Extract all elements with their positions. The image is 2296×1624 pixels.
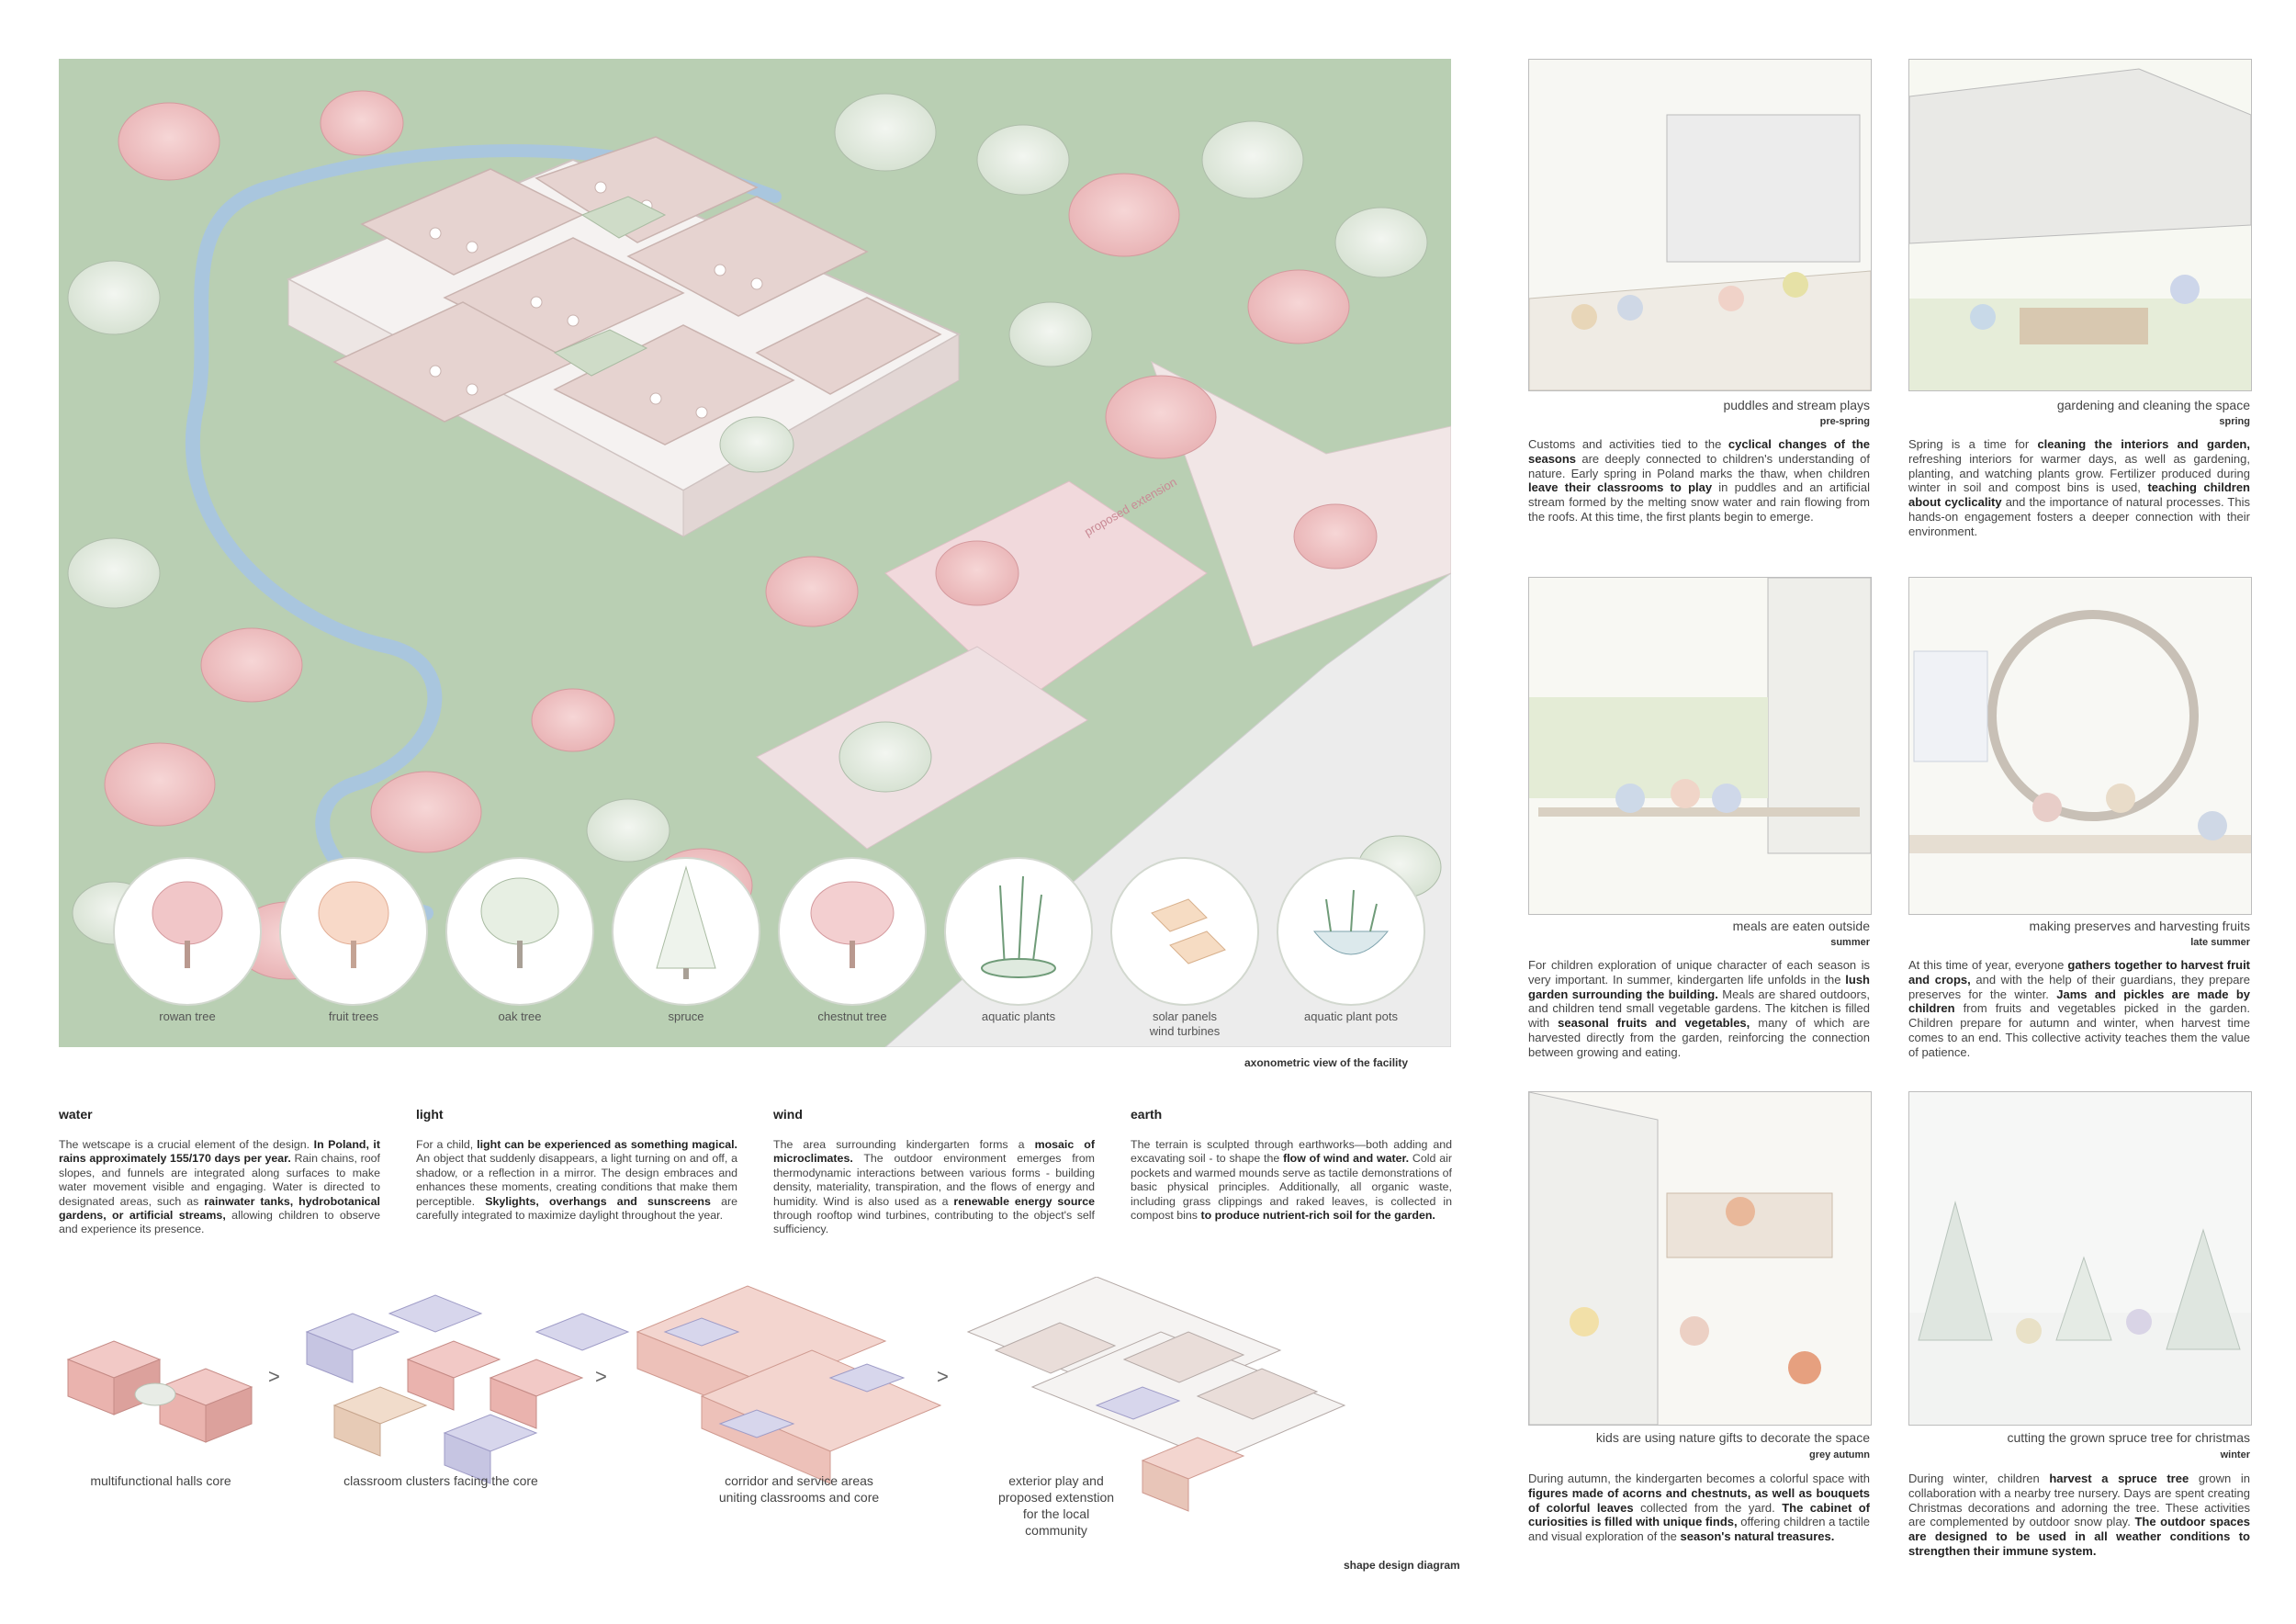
scene-text: During autumn, the kindergarten becomes … [1528, 1472, 1871, 1544]
season-tag: late summer [2190, 937, 2250, 948]
scene-spring [1908, 59, 2252, 391]
concept-water: water The wetscape is a crucial element … [59, 1107, 380, 1237]
season-tag: summer [1830, 937, 1870, 948]
diagram-arrow: > [595, 1365, 607, 1388]
diagram-step-1: multifunctional halls core [90, 1473, 231, 1488]
concept-text: For a child, light can be experienced as… [416, 1138, 737, 1223]
scene-grey-autumn [1528, 1091, 1872, 1426]
season-tag: pre-spring [1819, 416, 1870, 427]
diagram-step-4: exterior play and proposed extenstion fo… [997, 1473, 1115, 1538]
scene-summer [1528, 577, 1872, 915]
corridor-service-blocks [636, 1285, 942, 1484]
plant-label-aquatic: aquatic plants [981, 1009, 1056, 1023]
plant-label-solar: solar panels wind turbines [1149, 1009, 1221, 1038]
chestnut-tree-icon [810, 881, 895, 968]
scene-caption: kids are using nature gifts to decorate … [1595, 1430, 1870, 1445]
concept-wind: wind The area surrounding kindergarten f… [773, 1107, 1095, 1237]
concept-text: The area surrounding kindergarten forms … [773, 1138, 1095, 1236]
plant-pot-icon [1312, 889, 1390, 955]
scene-text: Customs and activities tied to the cycli… [1528, 437, 1871, 524]
diagram-arrow: > [937, 1365, 949, 1388]
diagram-step-3: corridor and service areas uniting class… [718, 1473, 880, 1505]
concept-title: water [59, 1107, 93, 1122]
plant-label-rowan: rowan tree [159, 1009, 216, 1023]
season-tag: spring [2219, 416, 2250, 427]
roof-modules [332, 136, 942, 445]
shape-diagram-drawing [66, 1276, 1346, 1512]
plant-label-spruce: spruce [668, 1009, 704, 1023]
scene-late-summer [1908, 577, 2252, 915]
diagram-step-2: classroom clusters facing the core [343, 1473, 538, 1488]
scene-text: During winter, children harvest a spruce… [1908, 1472, 2251, 1558]
concept-text: The wetscape is a crucial element of the… [59, 1138, 381, 1236]
oak-trees [67, 93, 1442, 945]
scene-text: Spring is a time for cleaning the interi… [1908, 437, 2250, 538]
scene-caption: making preserves and harvesting fruits [2029, 919, 2250, 933]
rowan-tree-icon [152, 881, 223, 968]
concept-title: light [416, 1107, 444, 1122]
fruit-tree-icon [318, 881, 389, 968]
season-tag: winter [2220, 1449, 2250, 1460]
concept-light: light For a child, light can be experien… [416, 1107, 737, 1223]
plant-label-fruit: fruit trees [328, 1009, 379, 1023]
axonometric-drawing: proposed extension [59, 59, 1451, 1047]
diagram-caption: shape design diagram [1344, 1559, 1460, 1572]
concept-title: earth [1131, 1107, 1163, 1122]
halls-core-blocks [66, 1340, 253, 1443]
shape-diagram [59, 1276, 1451, 1543]
concept-text: The terrain is sculpted through earthwor… [1131, 1138, 1452, 1223]
aquatic-plants-icon [981, 875, 1056, 978]
scene-caption: meals are eaten outside [1732, 919, 1870, 933]
scene-caption: cutting the grown spruce tree for christ… [2007, 1430, 2250, 1445]
scene-text: For children exploration of unique chara… [1528, 958, 1870, 1059]
oak-tree-icon [480, 877, 559, 968]
concept-earth: earth The terrain is sculpted through ea… [1131, 1107, 1452, 1223]
plant-label-chestnut: chestnut tree [817, 1009, 887, 1023]
scene-text: At this time of year, everyone gathers t… [1908, 958, 2251, 1059]
classroom-cluster-blocks [305, 1294, 630, 1484]
scene-caption: gardening and cleaning the space [2056, 398, 2250, 412]
stream [185, 180, 443, 920]
season-tag: grey autumn [1808, 1449, 1870, 1460]
spruce-icon [656, 865, 716, 979]
extension-blocks [966, 1276, 1346, 1512]
concept-title: wind [773, 1107, 803, 1122]
scene-winter [1908, 1091, 2252, 1426]
diagram-arrow: > [268, 1365, 280, 1388]
axo-caption: axonometric view of the facility [1244, 1056, 1409, 1069]
scene-pre-spring [1528, 59, 1872, 391]
axonometric-view: proposed extension [59, 59, 1451, 1047]
plant-label-oak: oak tree [498, 1009, 542, 1023]
plant-label-pots: aquatic plant pots [1304, 1009, 1398, 1023]
solar-panel-icon [1151, 898, 1226, 964]
scene-caption: puddles and stream plays [1723, 398, 1870, 412]
